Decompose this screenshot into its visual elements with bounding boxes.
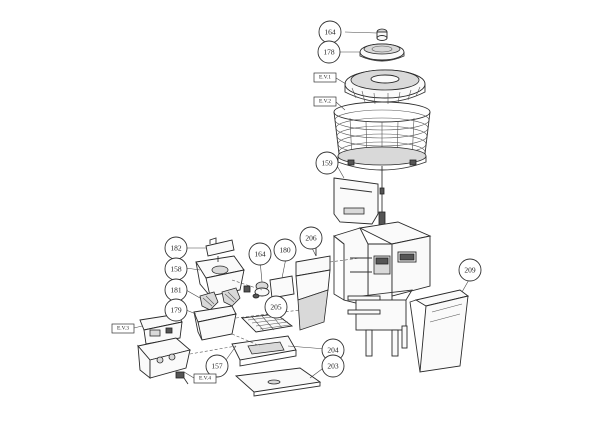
leader-181 <box>185 289 201 299</box>
svg-text:164: 164 <box>324 28 336 37</box>
ref-ev4: E.V.4 <box>193 373 217 384</box>
part-main-housing <box>333 221 432 357</box>
leader-ev1 <box>335 77 347 85</box>
callout-159: 159 <box>315 151 339 175</box>
callout-158: 158 <box>164 257 188 281</box>
callout-181: 181 <box>164 278 188 302</box>
leader-158 <box>185 267 201 271</box>
svg-text:179: 179 <box>170 306 182 315</box>
leader-204 <box>287 345 327 350</box>
part-lid <box>359 43 405 62</box>
svg-text:158: 158 <box>170 265 182 274</box>
callout-164-mid: 164 <box>248 242 272 266</box>
callout-164-top: 164 <box>318 20 342 44</box>
part-cup-179 <box>193 305 237 341</box>
svg-text:206: 206 <box>305 234 317 243</box>
svg-text:178: 178 <box>323 48 335 57</box>
leader-ev3 <box>133 325 143 329</box>
part-bracket-182 <box>205 237 235 257</box>
svg-text:164: 164 <box>254 250 266 259</box>
part-spinner <box>344 69 426 105</box>
part-grid-205 <box>241 313 294 333</box>
svg-text:181: 181 <box>170 286 182 295</box>
callout-180: 180 <box>273 238 297 262</box>
callout-206: 206 <box>299 226 323 250</box>
svg-text:209: 209 <box>464 266 476 275</box>
ref-ev1: E.V.1 <box>313 72 337 83</box>
part-tray-203 <box>234 367 322 397</box>
callout-178: 178 <box>317 40 341 64</box>
part-cover-159 <box>333 177 385 225</box>
callout-209: 209 <box>458 258 482 282</box>
svg-text:205: 205 <box>270 303 282 312</box>
leader-ev2 <box>335 101 346 111</box>
part-fitting-164 <box>252 281 270 299</box>
svg-text:E.V.1: E.V.1 <box>319 75 331 81</box>
part-housing-ev4 <box>137 337 191 385</box>
callout-205: 205 <box>264 295 288 319</box>
callout-157: 157 <box>205 354 229 378</box>
svg-text:E.V.4: E.V.4 <box>199 376 211 382</box>
ref-ev3: E.V.3 <box>111 323 135 334</box>
leader-164-top <box>344 31 378 34</box>
callout-203: 203 <box>321 354 345 378</box>
part-bin-209 <box>409 289 470 373</box>
part-tray-204 <box>231 335 297 367</box>
svg-text:182: 182 <box>170 244 182 253</box>
part-reamers-181 <box>199 285 251 311</box>
svg-text:180: 180 <box>279 246 291 255</box>
svg-text:204: 204 <box>327 346 339 355</box>
svg-text:203: 203 <box>327 362 339 371</box>
part-wire-basket <box>333 101 431 171</box>
leader-179 <box>185 309 197 315</box>
ref-ev2: E.V.2 <box>313 96 337 107</box>
svg-text:E.V.2: E.V.2 <box>319 99 331 105</box>
leader-ev4 <box>183 371 195 379</box>
svg-text:159: 159 <box>321 159 333 168</box>
svg-text:E.V.3: E.V.3 <box>117 326 129 332</box>
callout-179: 179 <box>164 298 188 322</box>
callout-182: 182 <box>164 236 188 260</box>
part-cap <box>376 28 388 41</box>
svg-text:157: 157 <box>211 362 223 371</box>
leader-157 <box>225 345 237 361</box>
part-chute-206 <box>295 236 331 331</box>
